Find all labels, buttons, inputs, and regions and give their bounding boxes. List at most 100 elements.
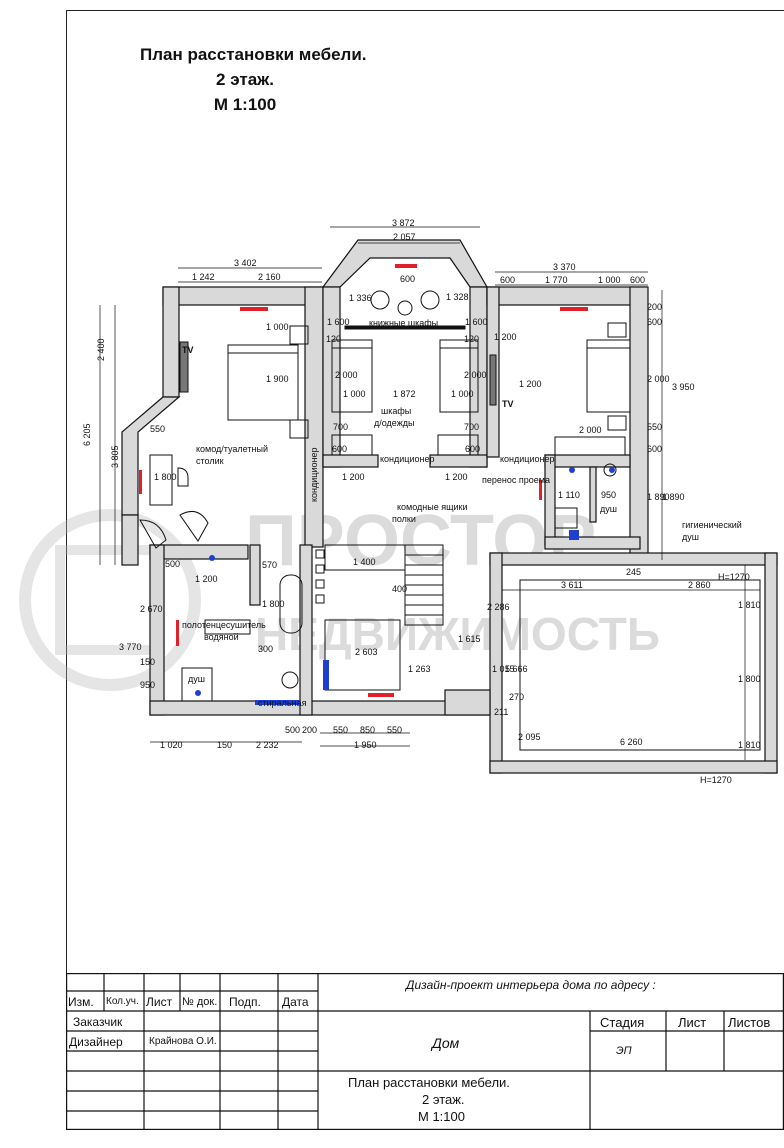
label-shower: душ — [600, 504, 617, 514]
sheet-title-line-1: План расстановки мебели. — [348, 1075, 510, 1090]
dim-270: 270 — [509, 692, 524, 702]
dim-6260: 6 260 — [620, 737, 643, 747]
label-move-opening: перенос проема — [482, 475, 550, 485]
stage-header: Стадия — [600, 1015, 645, 1030]
label-washer: стиральная — [258, 698, 307, 708]
label-tv: TV — [502, 399, 514, 409]
window-mark — [240, 307, 268, 311]
dim-3872: 3 872 — [392, 218, 415, 228]
dim-1400: 1 400 — [353, 557, 376, 567]
dim-2160: 2 160 — [258, 272, 281, 282]
header-kol-uch: Кол.уч. — [106, 996, 139, 1007]
dim-1800: 1 800 — [154, 472, 177, 482]
dim-150: 150 — [217, 740, 232, 750]
title-block-grid — [66, 973, 784, 1130]
dim-2670: 2 670 — [140, 604, 163, 614]
label-tv: TV — [182, 345, 194, 355]
dim-1110: 1 110 — [558, 490, 580, 500]
dim-1200: 1 200 — [195, 574, 218, 584]
dim-1200: 1 200 — [519, 379, 542, 389]
window-mark — [368, 693, 394, 697]
dim-200: 200 — [647, 302, 662, 312]
designer-label: Дизайнер — [69, 1035, 123, 1049]
room-labels: TV TV книжные шкафы шкафы д/одежды комод… — [182, 318, 742, 708]
dim-2000: 2 000 — [464, 370, 487, 380]
dim-245: 245 — [626, 567, 641, 577]
dim-700: 700 — [464, 422, 479, 432]
fixture — [323, 660, 329, 690]
dim-2000: 2 000 — [335, 370, 358, 380]
dim-600: 600 — [400, 274, 415, 284]
sheets-total-header: Листов — [728, 1015, 771, 1030]
dim-1890: 1 890 — [647, 492, 670, 502]
dim-500: 500 — [285, 725, 300, 735]
header-izm: Изм. — [68, 995, 94, 1009]
window-mark — [560, 307, 588, 311]
dim-1263: 1 263 — [408, 664, 431, 674]
dim-1810: 1 810 — [738, 600, 761, 610]
fixture — [569, 530, 579, 540]
dim-600: 600 — [465, 444, 480, 454]
dim-1600: 1 600 — [465, 317, 488, 327]
dim-1600: 1 600 — [327, 317, 350, 327]
label-bookshelves: книжные шкафы — [369, 318, 438, 328]
toilet — [281, 671, 299, 689]
dim-1242: 1 242 — [192, 272, 215, 282]
label-dresser: комод/туалетный — [196, 444, 268, 454]
dim-550: 550 — [150, 424, 165, 434]
dim-3770: 3 770 — [119, 642, 142, 652]
dim-1200: 1 200 — [445, 472, 468, 482]
header-doc-number: № док. — [182, 996, 218, 1008]
tv-right — [489, 354, 497, 406]
window-mark — [539, 480, 542, 500]
dim-600: 600 — [500, 275, 515, 285]
watermark-title: ПРОСТОР — [245, 501, 596, 581]
dim-h1270: H=1270 — [718, 572, 750, 582]
dim-600: 600 — [647, 444, 662, 454]
dim-3950: 3 950 — [672, 382, 695, 392]
dimension-texts: 3 872 2 057 3 402 1 242 2 160 3 370 600 … — [82, 218, 761, 785]
dim-2057: 2 057 — [393, 232, 416, 242]
label-wardrobes-2: д/одежды — [374, 418, 414, 428]
dim-1872: 1 872 — [393, 389, 416, 399]
dim-1015: 1 015 — [492, 664, 515, 674]
dim-400: 400 — [392, 584, 407, 594]
dim-1000: 1 000 — [451, 389, 474, 399]
window-mark — [395, 264, 417, 268]
dim-600: 600 — [332, 444, 347, 454]
label-hygienic-shower: гигиенический — [682, 520, 742, 530]
bathtub — [279, 574, 303, 634]
dim-120: 120 — [326, 334, 341, 344]
watermark: ПРОСТОР НЕДВИЖИМОСТЬ — [19, 501, 660, 691]
label-shelves: полки — [392, 514, 416, 524]
dim-570: 570 — [262, 560, 277, 570]
tv-left — [179, 341, 189, 393]
stage-value: ЭП — [616, 1045, 632, 1057]
label-ac: кондиционер — [500, 454, 554, 464]
customer-label: Заказчик — [73, 1015, 123, 1029]
dim-2286: 2 286 — [487, 602, 510, 612]
dim-2000: 2 000 — [647, 374, 670, 384]
dim-1000: 1 000 — [598, 275, 621, 285]
dim-120: 120 — [464, 334, 479, 344]
dim-1200: 1 200 — [342, 472, 365, 482]
dim-1770: 1 770 — [545, 275, 568, 285]
dim-2000: 2 000 — [579, 425, 602, 435]
dim-700: 700 — [333, 422, 348, 432]
dim-550: 550 — [333, 725, 348, 735]
designer-name: Крайнова О.И. — [149, 1036, 217, 1047]
window-mark — [139, 470, 142, 494]
dim-2232: 2 232 — [256, 740, 279, 750]
dim-500: 500 — [165, 559, 180, 569]
sheet-title-line-3: М 1:100 — [418, 1109, 465, 1124]
dim-200: 200 — [302, 725, 317, 735]
dim-1615: 1 615 — [458, 634, 481, 644]
fixture — [195, 690, 201, 696]
dim-1810: 1 810 — [738, 740, 761, 750]
label-shower: душ — [188, 674, 205, 684]
label-wardrobes: шкафы — [381, 406, 411, 416]
window-mark — [176, 620, 179, 646]
title-line-3: М 1:100 — [213, 95, 277, 114]
header-date: Дата — [282, 995, 309, 1009]
dim-300: 300 — [258, 644, 273, 654]
